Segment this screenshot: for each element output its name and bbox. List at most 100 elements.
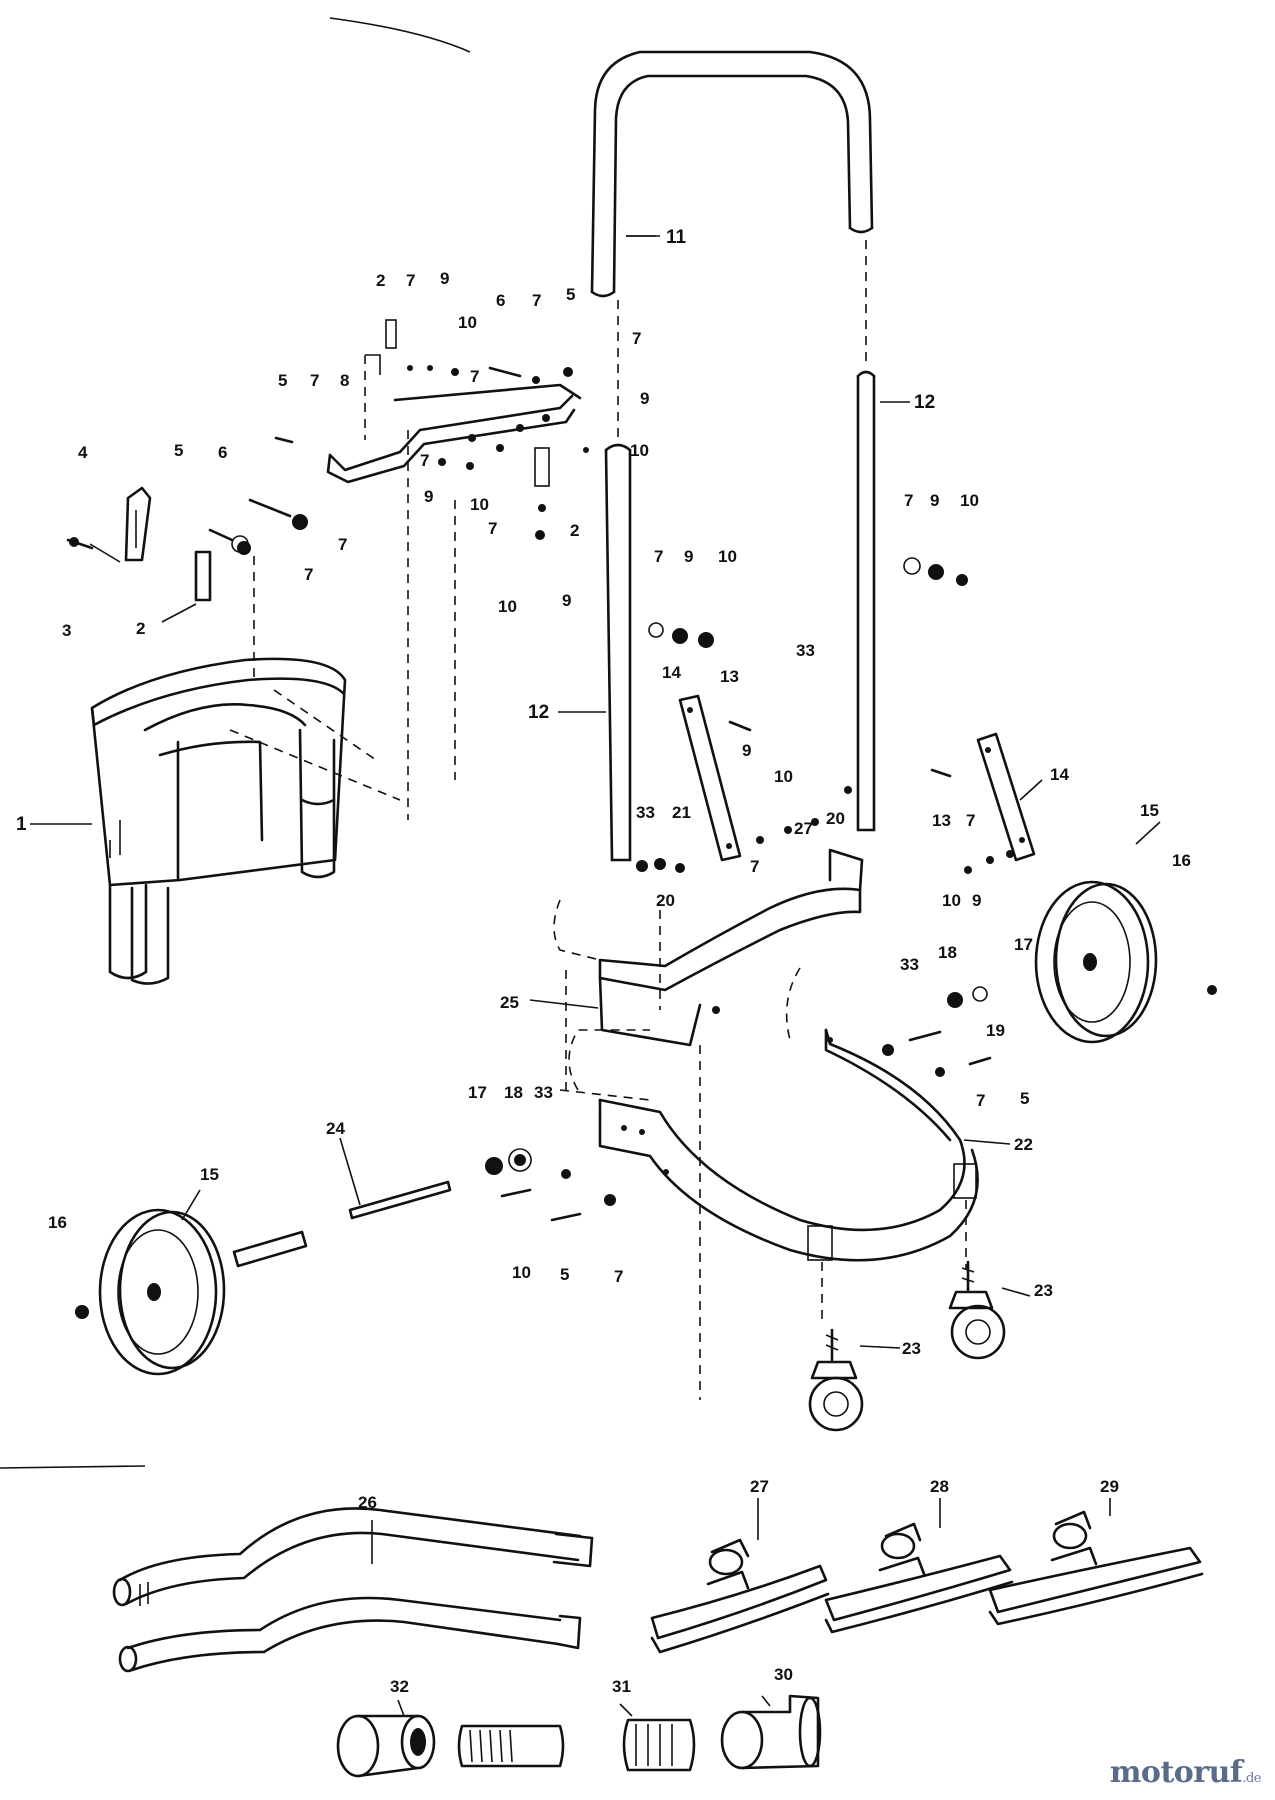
callout-25: 25: [500, 993, 519, 1012]
wand-part-26: [112, 1507, 594, 1673]
callout-21: 21: [672, 803, 691, 822]
scan-artifact-line: [0, 1465, 146, 1469]
callout-22: 22: [1014, 1135, 1033, 1154]
callout-10: 10: [498, 597, 517, 616]
nozzle-part-27: [650, 1538, 830, 1654]
callout-17: 17: [468, 1083, 487, 1102]
callout-10: 10: [458, 313, 477, 332]
callout-7: 7: [338, 535, 347, 554]
nozzle-part-29: [988, 1510, 1204, 1626]
coupling-part-31: [457, 1718, 696, 1772]
callout-4: 4: [78, 443, 88, 462]
callout-7: 7: [966, 811, 975, 830]
callout-labels: 11 12 12 1 2 7 9 10 6 7 5 7 7 9 10 5 7 8…: [16, 227, 1191, 1696]
callout-27: 27: [750, 1477, 769, 1496]
callout-11: 11: [666, 227, 687, 248]
callout-28: 28: [930, 1477, 949, 1496]
callout-6: 6: [218, 443, 227, 462]
callout-10: 10: [718, 547, 737, 566]
callout-5: 5: [566, 285, 575, 304]
callout-9: 9: [930, 491, 939, 510]
callout-33: 33: [534, 1083, 553, 1102]
callout-14: 14: [1050, 765, 1069, 784]
callout-12-right: 12: [914, 392, 935, 413]
callout-5: 5: [278, 371, 287, 390]
caster-part-23-rear: [948, 1260, 1006, 1360]
base-left-hardware: [485, 1148, 616, 1222]
cradle-part-1: [90, 430, 456, 985]
top-bracket: [326, 354, 582, 484]
tube-part-12-left: [604, 300, 632, 862]
callout-7: 7: [310, 371, 319, 390]
callout-20: 20: [826, 809, 845, 828]
callout-7: 7: [632, 329, 641, 348]
callout-2: 2: [376, 271, 385, 290]
frame-part-25: [553, 848, 864, 1400]
callout-7: 7: [904, 491, 913, 510]
top-bracket-hardware: [385, 319, 589, 540]
caster-part-23-front: [808, 1328, 864, 1432]
callout-7: 7: [406, 271, 415, 290]
callout-20: 20: [656, 891, 675, 910]
callout-10: 10: [960, 491, 979, 510]
callout-10: 10: [512, 1263, 531, 1282]
callout-7: 7: [470, 367, 479, 386]
callout-8: 8: [340, 371, 349, 390]
callout-10: 10: [774, 767, 793, 786]
callout-9: 9: [440, 269, 449, 288]
callout-2: 2: [570, 521, 579, 540]
callout-9: 9: [972, 891, 981, 910]
nozzle-part-28: [824, 1522, 1014, 1634]
watermark-suffix: .de: [1242, 1771, 1261, 1786]
mid-hardware: [636, 557, 1014, 1077]
callout-7: 7: [750, 857, 759, 876]
wheel-part-15-left: [75, 1208, 226, 1376]
callout-13: 13: [932, 811, 951, 830]
callout-7: 7: [614, 1267, 623, 1286]
callout-33: 33: [796, 641, 815, 660]
tube-part-12-right: [856, 240, 876, 832]
callout-7: 7: [488, 519, 497, 538]
callout-7: 7: [976, 1091, 985, 1110]
callout-31: 31: [612, 1677, 631, 1696]
brace-part-14-left: [678, 694, 742, 862]
callout-3: 3: [62, 621, 71, 640]
callout-32: 32: [390, 1677, 409, 1696]
callout-24: 24: [326, 1119, 345, 1138]
callout-23: 23: [902, 1339, 921, 1358]
callout-17: 17: [1014, 935, 1033, 954]
callout-29: 29: [1100, 1477, 1119, 1496]
callout-16: 16: [48, 1213, 67, 1232]
callout-16: 16: [1172, 851, 1191, 870]
callout-9: 9: [562, 591, 571, 610]
callout-18: 18: [938, 943, 957, 962]
callout-2: 2: [136, 619, 145, 638]
callout-23: 23: [1034, 1281, 1053, 1300]
callout-10: 10: [470, 495, 489, 514]
callout-5: 5: [1020, 1089, 1029, 1108]
callout-14: 14: [662, 663, 681, 682]
watermark-logo: motoruf.de: [1109, 1755, 1262, 1790]
callout-10: 10: [942, 891, 961, 910]
callout-5: 5: [560, 1265, 569, 1284]
callout-7: 7: [532, 291, 541, 310]
left-hardware: [66, 436, 308, 680]
watermark-brand: motoruf: [1109, 1755, 1243, 1790]
callout-6: 6: [496, 291, 505, 310]
callout-26: 26: [358, 1493, 377, 1512]
callout-19: 19: [986, 1021, 1005, 1040]
callout-18: 18: [504, 1083, 523, 1102]
callout-1: 1: [16, 814, 27, 835]
callout-30: 30: [774, 1665, 793, 1684]
frame-part-22: [598, 1028, 979, 1320]
callout-7: 7: [304, 565, 313, 584]
callout-33: 33: [900, 955, 919, 974]
callout-7: 7: [420, 451, 429, 470]
wheel-part-15-right: [1034, 880, 1217, 1044]
callout-10: 10: [630, 441, 649, 460]
callout-9: 9: [742, 741, 751, 760]
handle-part-11: [590, 50, 874, 298]
callout-12-left: 12: [528, 702, 549, 723]
callout-15: 15: [200, 1165, 219, 1184]
